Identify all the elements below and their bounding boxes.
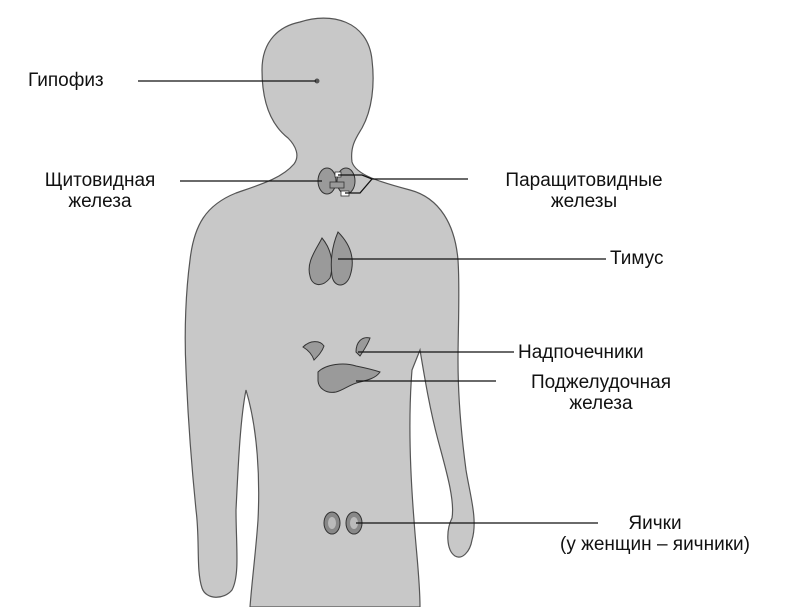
label-gonads-line2: (у женщин – яичники) bbox=[560, 534, 750, 555]
body-silhouette bbox=[184, 17, 475, 607]
label-pancreas-line2: железа bbox=[569, 393, 633, 414]
gonads bbox=[323, 511, 363, 535]
adrenal-glands bbox=[302, 337, 371, 361]
leader-lines bbox=[138, 80, 606, 524]
label-thymus: Тимус bbox=[610, 248, 664, 269]
label-pituitary: Гипофиз bbox=[28, 70, 104, 91]
label-gonads-line1: Яички bbox=[628, 513, 682, 534]
label-parathyroid-line2: железы bbox=[550, 191, 618, 212]
label-pancreas-line1: Поджелудочная bbox=[531, 372, 671, 393]
label-parathyroid-line1: Паращитовидные bbox=[505, 170, 663, 191]
label-thyroid-line2: железа bbox=[68, 191, 132, 212]
pituitary-gland bbox=[314, 78, 320, 84]
label-thyroid-line1: Щитовидная bbox=[44, 170, 156, 191]
label-adrenals: Надпочечники bbox=[518, 342, 644, 363]
pancreas bbox=[317, 363, 381, 393]
